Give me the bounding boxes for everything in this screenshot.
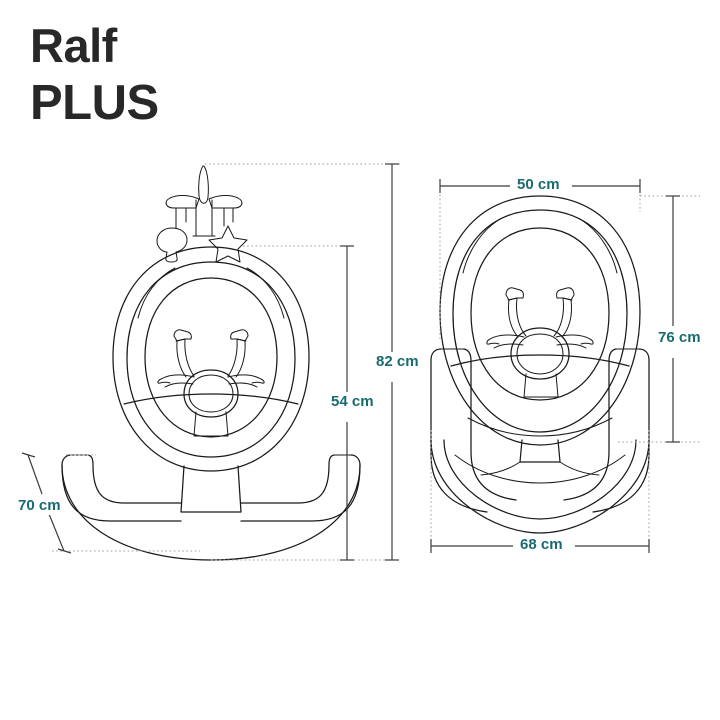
harness-shoulder-strap-right-2 bbox=[227, 338, 238, 377]
base-arm-left bbox=[61, 454, 182, 522]
right-harness-crotch-strap bbox=[523, 373, 559, 398]
toy-mobile-bar bbox=[156, 165, 248, 263]
inner-seat-pad-outline bbox=[144, 277, 278, 438]
dimension-82cm bbox=[385, 163, 399, 561]
mobile-top-leaf-icon bbox=[198, 165, 209, 204]
harness-lap-strap-right-2 bbox=[228, 382, 258, 388]
right-front-view bbox=[430, 179, 700, 553]
right-outer-shell-outline bbox=[439, 195, 641, 446]
right-five-point-harness bbox=[486, 287, 594, 398]
product-title: Ralf PLUS bbox=[30, 22, 159, 128]
right-inner-seat-pad bbox=[470, 227, 610, 401]
harness-lap-strap-left bbox=[157, 374, 195, 384]
right-harness-pad-right bbox=[556, 287, 575, 301]
dimension-68cm bbox=[430, 539, 650, 553]
mobile-center-body bbox=[195, 199, 213, 237]
harness-lap-strap-right bbox=[227, 374, 265, 384]
dimension-label-shell-height: 76 cm bbox=[654, 328, 705, 347]
hanging-balloon-toy-icon bbox=[156, 227, 188, 263]
harness-pad-right bbox=[230, 329, 249, 342]
harness-crotch-strap bbox=[193, 411, 229, 437]
right-shell-seam-left bbox=[462, 217, 503, 274]
right-foot-pad-right bbox=[559, 461, 600, 476]
harness-buckle-inner bbox=[188, 374, 234, 413]
right-harness-pad-left bbox=[505, 287, 524, 301]
right-harness-strap-left bbox=[508, 299, 519, 338]
dimension-label-seat-width: 50 cm bbox=[513, 175, 564, 194]
dimension-54cm bbox=[340, 245, 354, 561]
five-point-harness bbox=[157, 329, 265, 437]
dimension-label-base-depth: 70 cm bbox=[14, 496, 65, 515]
dim-cap-70-top bbox=[21, 452, 36, 458]
right-harness-lap-right bbox=[555, 334, 594, 345]
brand-name-line-2: PLUS bbox=[30, 76, 159, 130]
harness-shoulder-strap-left-2 bbox=[184, 338, 195, 377]
brand-name-line-1: Ralf bbox=[30, 19, 117, 72]
right-base-arm-right-outer bbox=[592, 348, 650, 513]
right-front-foot-pad bbox=[519, 439, 561, 463]
right-shell-fold-1 bbox=[467, 417, 613, 437]
base-arm-left-inner bbox=[87, 454, 182, 504]
right-harness-lap-left-2 bbox=[493, 343, 524, 349]
base-center-column bbox=[180, 465, 242, 513]
right-shell-seam-right bbox=[577, 217, 618, 274]
mobile-left-wing-icon bbox=[165, 195, 200, 209]
hanging-star-toy-icon bbox=[208, 225, 248, 263]
shell-seam-left bbox=[137, 267, 176, 319]
left-side-view bbox=[21, 163, 400, 561]
right-outer-shell-inner-rim bbox=[452, 209, 628, 433]
right-seat-cushion-edge bbox=[450, 354, 630, 367]
dimension-76cm bbox=[666, 195, 680, 443]
right-base-arm-left-outer bbox=[430, 348, 488, 513]
outer-shell-outline bbox=[112, 246, 310, 472]
right-base-arm-right-inner bbox=[563, 348, 617, 501]
right-harness-lap-left bbox=[486, 334, 525, 345]
right-harness-strap-left-2 bbox=[516, 297, 527, 337]
base-arm-right-inner bbox=[240, 454, 335, 504]
right-harness-buckle-inner bbox=[516, 333, 564, 375]
harness-lap-strap-left-2 bbox=[164, 382, 194, 388]
dim-line-70-lower bbox=[48, 513, 65, 552]
dimension-label-seat-shell-height: 54 cm bbox=[327, 392, 378, 411]
mobile-right-wing-icon bbox=[208, 195, 243, 209]
right-shell-fold-2 bbox=[454, 454, 626, 484]
base-arm-right bbox=[240, 454, 361, 522]
right-foot-pad-left bbox=[480, 461, 521, 476]
dimension-50cm bbox=[439, 179, 641, 193]
dimension-70cm bbox=[21, 452, 72, 554]
dimension-label-overall-height: 82 cm bbox=[372, 352, 423, 371]
right-base-arm-left-inner bbox=[463, 348, 517, 501]
right-harness-strap-right-2 bbox=[553, 297, 564, 337]
outer-shell-inner-rim bbox=[126, 261, 296, 458]
right-harness-buckle-outer bbox=[510, 327, 570, 380]
seat-cushion-top-edge bbox=[123, 393, 299, 405]
right-base-rocker-runner-inner bbox=[443, 439, 637, 520]
right-harness-strap-right bbox=[561, 299, 572, 338]
right-harness-lap-right-2 bbox=[556, 343, 587, 349]
harness-buckle-outer bbox=[183, 369, 239, 418]
dim-line-70-upper bbox=[27, 454, 43, 495]
harness-pad-left bbox=[173, 329, 192, 342]
right-base-rocker-runner bbox=[430, 439, 650, 534]
dimension-label-base-width: 68 cm bbox=[516, 535, 567, 554]
shell-seam-right bbox=[246, 267, 285, 319]
dim-cap-70-bottom bbox=[57, 548, 72, 554]
